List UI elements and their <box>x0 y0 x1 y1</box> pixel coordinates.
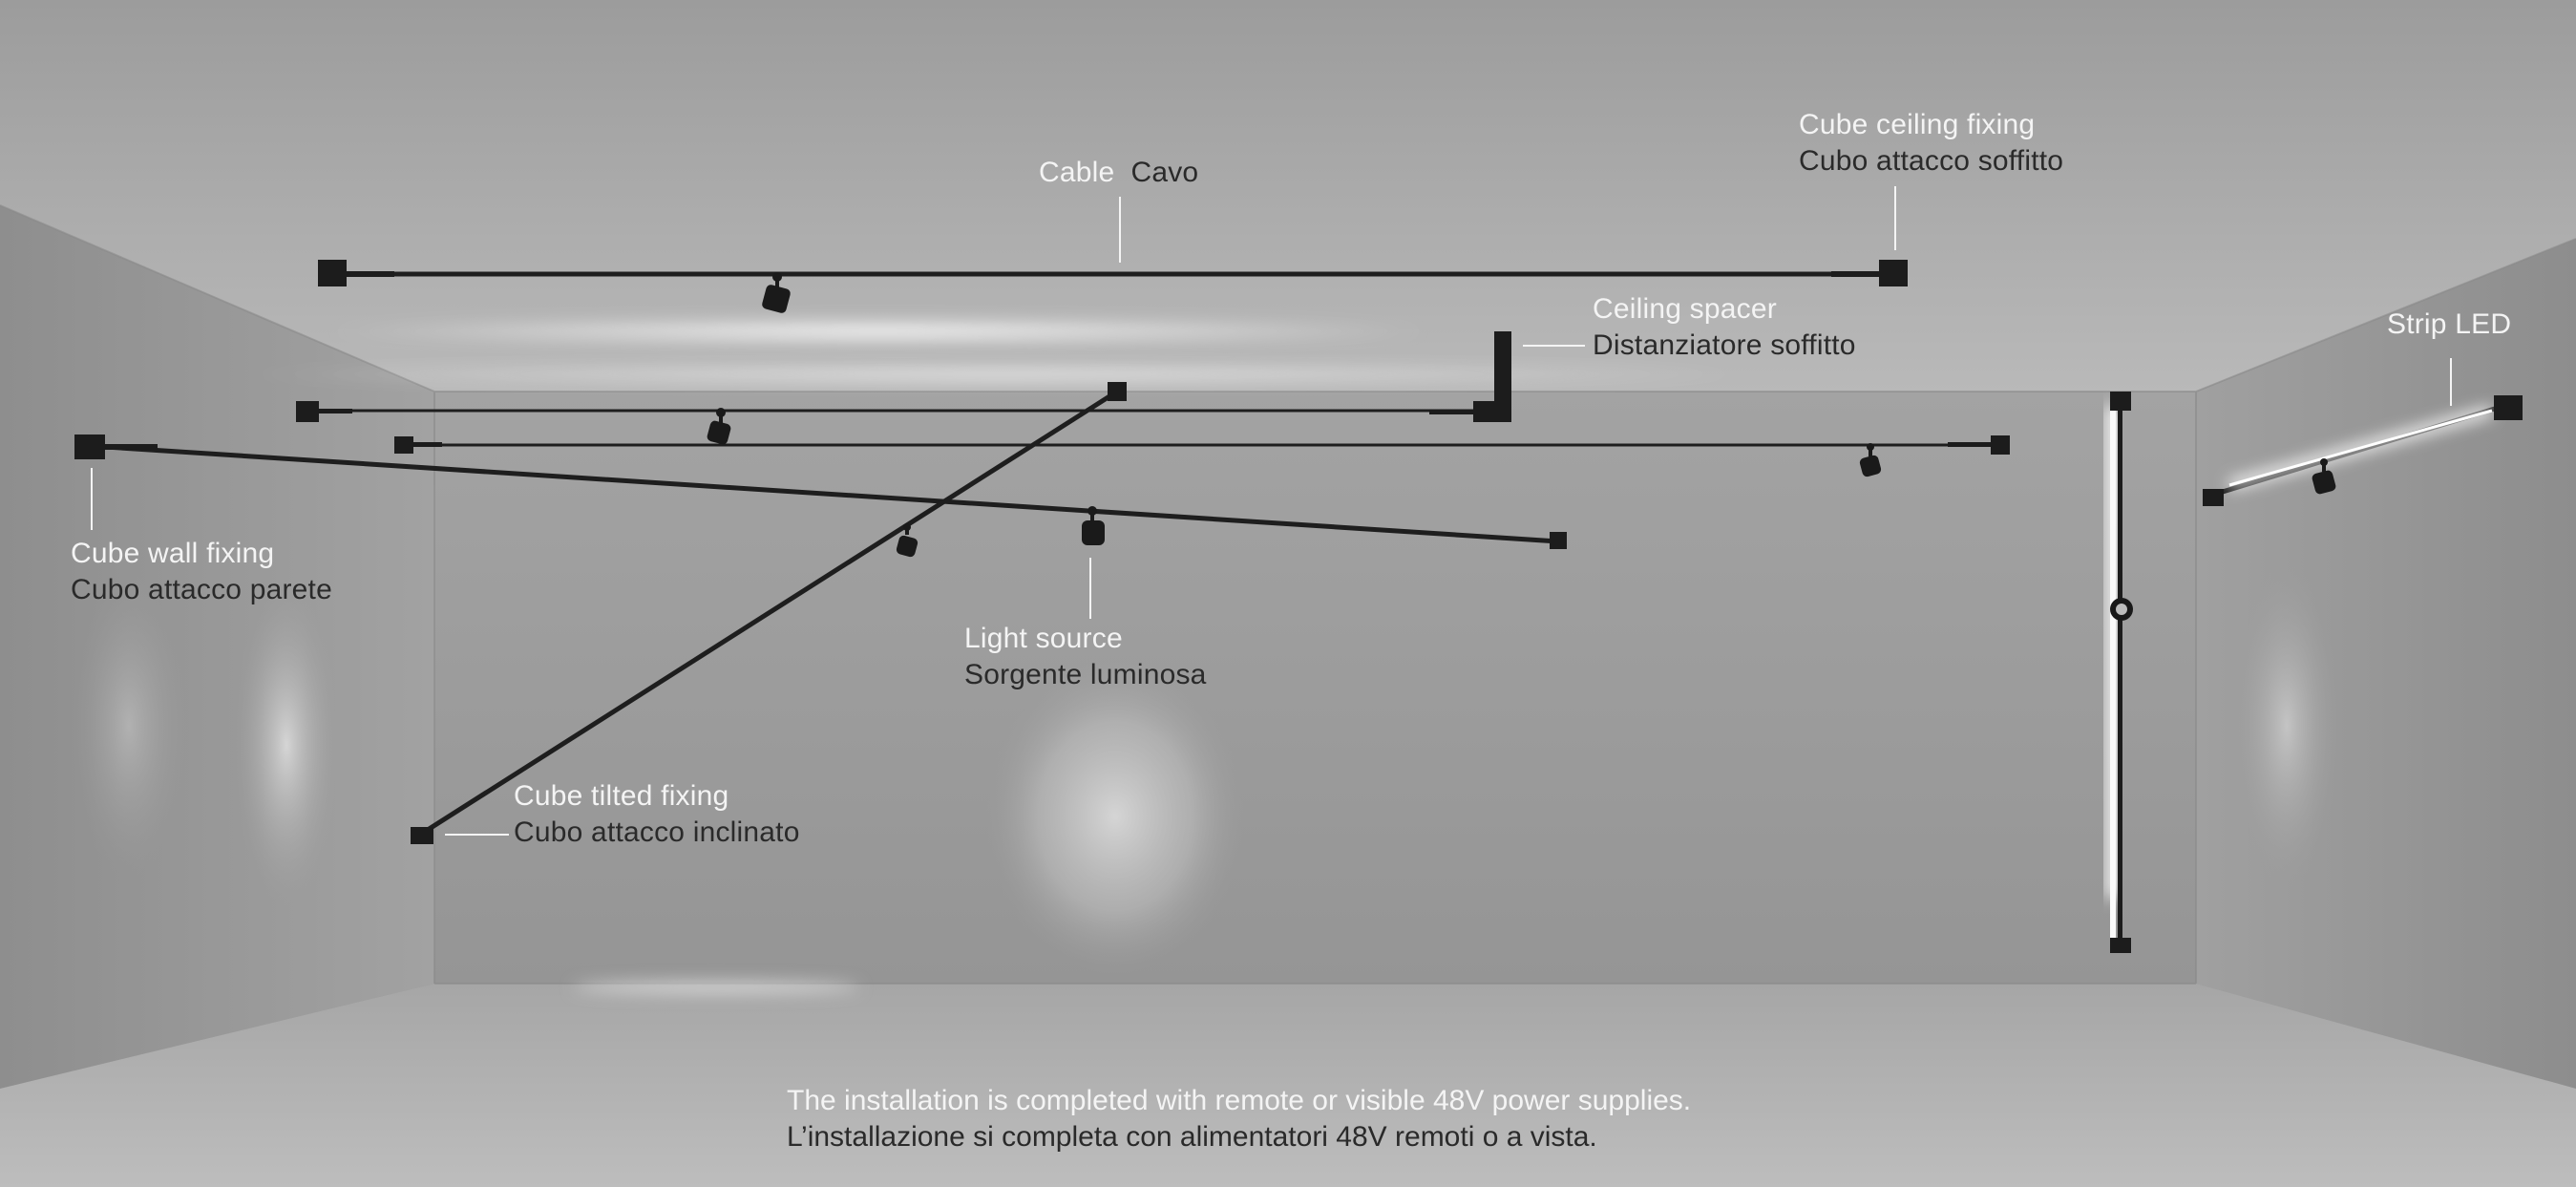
vertical-led-bar <box>2110 401 2116 945</box>
spot-1 <box>762 272 791 313</box>
wall-cable <box>90 443 1559 544</box>
left-wall-light-pool-1 <box>234 583 339 907</box>
label-wall-fixing: Cube wall fixing Cubo attacco parete <box>71 536 332 608</box>
label-cable: Cable Cavo <box>1039 155 1198 191</box>
strip-led <box>2228 409 2493 487</box>
cube-tilted-top <box>1108 382 1127 401</box>
cube-strip-left <box>2203 489 2224 506</box>
cube-back-right <box>1991 435 2010 455</box>
floor-surface <box>0 984 2576 1187</box>
spot-2 <box>707 408 731 445</box>
label-strip-led-en: Strip LED <box>2387 308 2512 340</box>
label-wall-fixing-en: Cube wall fixing <box>71 538 275 569</box>
installation-caption: The installation is completed with remot… <box>787 1083 1691 1155</box>
label-ceiling-fixing: Cube ceiling fixing Cubo attacco soffitt… <box>1799 107 2063 180</box>
cube-ceiling-left <box>318 260 347 286</box>
spot-7-vertical <box>2110 598 2133 621</box>
spot-5 <box>1859 443 1882 477</box>
label-ceiling-spacer-en: Ceiling spacer <box>1593 293 1777 325</box>
cube-wall-end <box>1550 532 1567 549</box>
ceiling-spacer <box>1494 331 1511 422</box>
label-strip-led: Strip LED <box>2387 307 2511 343</box>
label-light-source: Light source Sorgente luminosa <box>964 621 1207 693</box>
cube-vertical-top <box>2110 392 2131 411</box>
cube-strip-right <box>2494 395 2523 420</box>
right-wall-light-pool <box>2234 563 2339 888</box>
label-light-source-en: Light source <box>964 623 1123 654</box>
ceiling-spacer-arm <box>1429 410 1477 414</box>
label-ceiling-spacer-it: Distanziatore soffitto <box>1593 329 1856 361</box>
left-wall-light-pool-2 <box>72 573 186 879</box>
cube-wall-fixing <box>74 435 105 459</box>
cube-vertical-bottom <box>2110 938 2131 953</box>
spot-4 <box>896 523 918 558</box>
label-ceiling-fixing-en: Cube ceiling fixing <box>1799 109 2036 140</box>
ceiling-surface <box>0 0 2576 392</box>
tilted-cable <box>418 389 1119 837</box>
label-wall-fixing-it: Cubo attacco parete <box>71 574 332 605</box>
ceiling-spacer-foot <box>1473 401 1511 422</box>
label-cable-it: Cavo <box>1130 157 1199 188</box>
cube-back-left <box>394 436 413 454</box>
cube-mid-left <box>296 401 319 422</box>
label-ceiling-spacer: Ceiling spacer Distanziatore soffitto <box>1593 291 1856 364</box>
cube-ceiling-right <box>1879 260 1908 286</box>
label-tilted-fixing-en: Cube tilted fixing <box>514 780 729 812</box>
floor-light-strip <box>573 982 859 993</box>
back-wall-light-pool <box>986 659 1244 974</box>
spot-3 <box>1082 506 1105 545</box>
label-cable-en: Cable <box>1039 157 1115 188</box>
caption-it: L’installazione si completa con alimenta… <box>787 1121 1597 1153</box>
label-tilted-fixing-it: Cubo attacco inclinato <box>514 816 800 848</box>
spot-6 <box>2312 458 2336 495</box>
back-wall-surface <box>434 392 2196 984</box>
cube-tilted-fixing <box>411 827 433 844</box>
caption-en: The installation is completed with remot… <box>787 1085 1692 1116</box>
label-tilted-fixing: Cube tilted fixing Cubo attacco inclinat… <box>514 778 800 851</box>
ceiling-glow-2 <box>239 365 1766 384</box>
ceiling-glow-1 <box>325 318 1432 345</box>
vertical-led-track <box>2118 401 2122 945</box>
label-light-source-it: Sorgente luminosa <box>964 659 1207 690</box>
label-ceiling-fixing-it: Cubo attacco soffitto <box>1799 145 2064 177</box>
